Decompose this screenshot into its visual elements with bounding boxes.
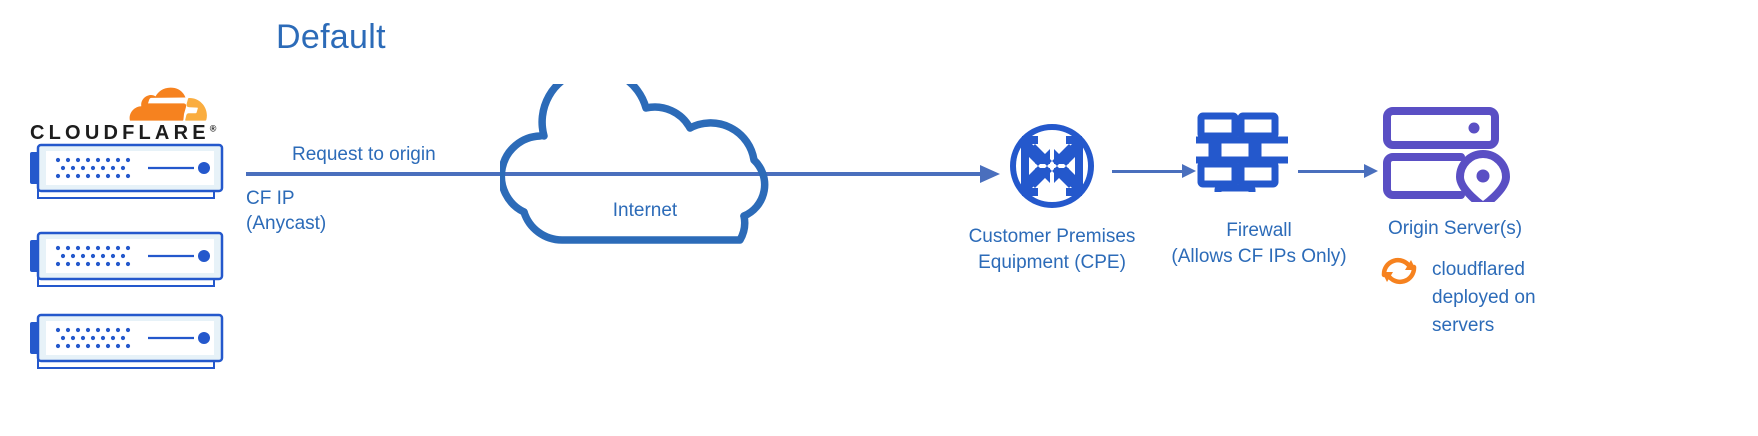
- firewall-to-origin-line: [1298, 170, 1370, 173]
- edge-server-icon-2: [30, 231, 224, 287]
- orange-sync-arrows-icon: [1381, 257, 1417, 285]
- cf-ip-line2: (Anycast): [246, 213, 327, 234]
- firewall-label-line1: Firewall: [1226, 220, 1292, 241]
- cpe-label-line2: Equipment (CPE): [978, 252, 1126, 273]
- cloudflare-wordmark-text: CLOUDFLARE: [30, 122, 210, 144]
- cloudflared-note: cloudflared deployed on servers: [1432, 256, 1632, 340]
- registered-trademark-icon: ®: [209, 123, 217, 134]
- firewall-brick-wall-icon: [1196, 112, 1288, 192]
- cpe-label-line1: Customer Premises: [968, 226, 1136, 247]
- firewall-label: Firewall (Allows CF IPs Only): [1144, 218, 1374, 270]
- edge-server-icon-3: [30, 313, 224, 369]
- firewall-label-line2: (Allows CF IPs Only): [1171, 246, 1347, 267]
- cloud-outline-icon: [500, 84, 769, 244]
- cpe-to-firewall-line: [1112, 170, 1188, 173]
- arrow-right-icon: [980, 165, 1000, 183]
- cloudflare-wordmark: CLOUDFLARE®: [30, 122, 230, 145]
- request-to-origin-label: Request to origin: [292, 144, 436, 165]
- internet-label: Internet: [612, 200, 678, 221]
- cloudflared-note-line2: deployed on: [1432, 287, 1536, 308]
- arrow-right-icon: [1182, 164, 1196, 178]
- cloudflare-cloud-icon: [129, 87, 207, 121]
- router-converge-arrows-icon: [1010, 124, 1094, 208]
- cloudflared-note-line1: cloudflared: [1432, 259, 1525, 280]
- cloudflared-note-line3: servers: [1432, 315, 1495, 336]
- cloudflare-logo: CLOUDFLARE®: [30, 84, 230, 145]
- cf-ip-anycast-label: CF IP (Anycast): [246, 186, 326, 236]
- request-flow-line: [246, 172, 986, 176]
- page-title: Default: [276, 18, 386, 56]
- server-rack-location-pin-icon: [1383, 107, 1510, 202]
- edge-server-icon-1: [30, 143, 224, 199]
- arrow-right-icon: [1364, 164, 1378, 178]
- cf-ip-line1: CF IP: [246, 188, 295, 209]
- cpe-label: Customer Premises Equipment (CPE): [930, 224, 1174, 276]
- origin-server-label: Origin Server(s): [1387, 218, 1523, 239]
